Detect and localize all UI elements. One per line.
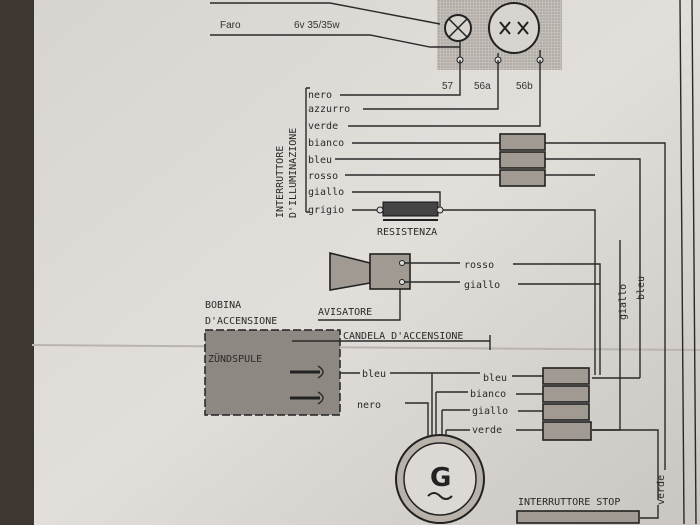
light-switch: INTERRUTTORE D'ILLUMINAZIONE nero azzurr… bbox=[275, 60, 666, 470]
switch-title: INTERRUTTORE bbox=[275, 146, 286, 218]
border-line bbox=[691, 0, 697, 525]
resistor-icon bbox=[376, 201, 444, 221]
horn-icon bbox=[318, 251, 460, 321]
wire-label-nero: nero bbox=[308, 90, 332, 101]
coil-label: BOBINA bbox=[205, 300, 241, 311]
border-line bbox=[679, 0, 685, 525]
terminal-57: 57 bbox=[442, 81, 454, 92]
coil-wire-nero: nero bbox=[357, 400, 381, 411]
horn-wire-giallo: giallo bbox=[464, 280, 500, 291]
wire-label-verde: verde bbox=[308, 121, 338, 132]
vertical-wire-bleu: bleu bbox=[636, 276, 647, 300]
coil-wire-bleu: bleu bbox=[362, 369, 386, 380]
coil-label-de: ZÜNDSPULE bbox=[208, 352, 262, 365]
ignition-coil: ZÜNDSPULE bbox=[204, 329, 491, 416]
headlight-label: Faro bbox=[220, 20, 241, 31]
wire-label-rosso: rosso bbox=[308, 171, 338, 182]
dark-edge bbox=[0, 0, 34, 525]
paper-fold bbox=[31, 344, 700, 351]
parking-lamp-icon bbox=[444, 14, 472, 42]
vertical-wire-verde: verde bbox=[656, 475, 667, 505]
wire-label-bleu: bleu bbox=[308, 155, 332, 166]
headlight: Faro 6v 35/35w 57 56a 56b bbox=[210, 0, 562, 92]
generator-symbol: G bbox=[430, 463, 451, 493]
terminal-56b: 56b bbox=[516, 81, 533, 92]
headlamp-bulb-icon bbox=[488, 2, 540, 54]
horn-wire-rosso: rosso bbox=[464, 260, 494, 271]
connector-block-upper bbox=[499, 133, 546, 187]
gen-wire-verde: verde bbox=[472, 425, 502, 436]
spark-plug-label: CANDELA D'ACCENSIONE bbox=[343, 331, 463, 342]
resistor-label: RESISTENZA bbox=[377, 227, 437, 238]
stop-switch-label: INTERRUTTORE STOP bbox=[518, 497, 620, 508]
wire-label-grigio: grigio bbox=[308, 205, 344, 216]
generator-icon: G bbox=[395, 434, 485, 524]
gen-wire-giallo: giallo bbox=[472, 406, 508, 417]
connector-block-lower bbox=[542, 367, 592, 441]
headlight-spec: 6v 35/35w bbox=[294, 20, 340, 31]
switch-subtitle: D'ILLUMINAZIONE bbox=[288, 128, 299, 218]
horn-label: AVISATORE bbox=[318, 307, 372, 318]
terminal-56a: 56a bbox=[474, 81, 491, 92]
coil-label-2: D'ACCENSIONE bbox=[205, 316, 277, 327]
wire-label-bianco: bianco bbox=[308, 138, 344, 149]
gen-wire-bianco: bianco bbox=[470, 389, 506, 400]
stop-switch bbox=[516, 510, 640, 524]
wire-label-azzurro: azzurro bbox=[308, 104, 350, 115]
gen-wire-bleu: bleu bbox=[483, 373, 507, 384]
vertical-wire-giallo: giallo bbox=[618, 284, 629, 320]
wire-label-giallo: giallo bbox=[308, 187, 344, 198]
